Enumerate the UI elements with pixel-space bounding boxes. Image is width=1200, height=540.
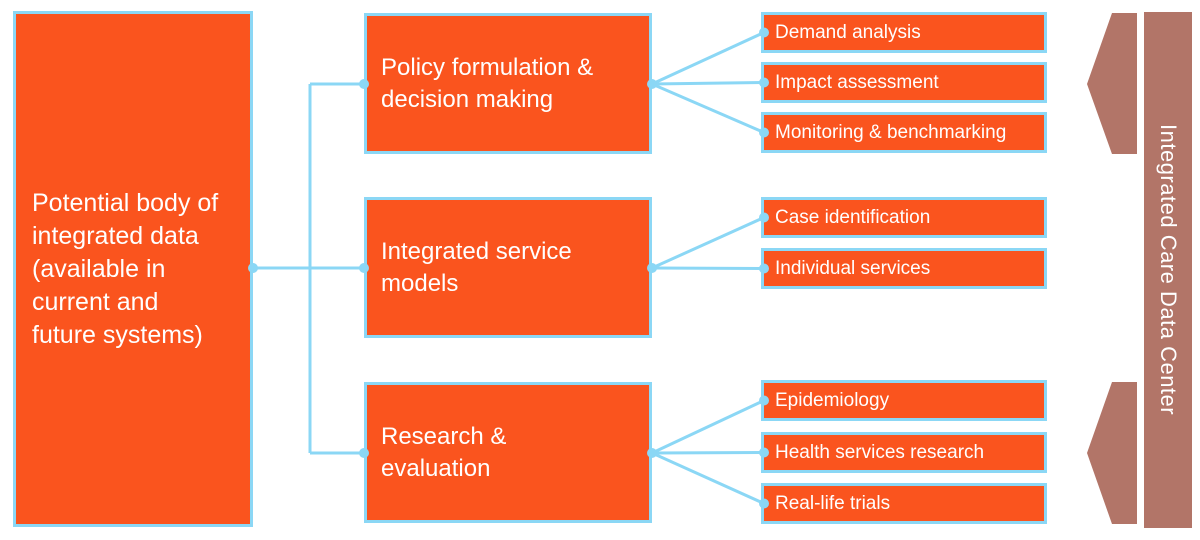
source-data-box: Potential body of integrated data (avail… [13,11,253,527]
left-arrow-top-icon [1087,13,1137,154]
leaf-individual-services-box: Individual services [761,248,1047,289]
integrated-care-data-center-label: Integrated Care Data Center [1156,124,1181,416]
leaf-individual-services-label: Individual services [775,257,931,279]
hub-policy-formulation-label: Policy formulation & decision making [381,53,594,113]
leaf-health-services-research-box: Health services research [761,432,1047,473]
leaf-epidemiology-label: Epidemiology [775,389,890,411]
leaf-monitoring-benchmarking-label: Monitoring & benchmarking [775,121,1007,143]
connector-policy-demand [651,31,765,86]
hub-policy-formulation-box: Policy formulation & decision making [364,13,652,154]
leaf-demand-analysis-box: Demand analysis [761,12,1047,53]
integrated-care-data-center-bar: Integrated Care Data Center [1144,12,1192,528]
leaf-monitoring-benchmarking-box: Monitoring & benchmarking [761,112,1047,153]
leaf-impact-assessment-label: Impact assessment [775,71,939,93]
connector-policy-monitoring [651,82,765,134]
leaf-case-identification-box: Case identification [761,197,1047,238]
leaf-health-services-research-label: Health services research [775,441,985,463]
hub-research-evaluation-label: Research & evaluation [381,422,507,482]
connector-research-hsr [651,451,765,455]
leaf-case-identification-label: Case identification [775,206,931,228]
leaf-impact-assessment-box: Impact assessment [761,62,1047,103]
leaf-demand-analysis-label: Demand analysis [775,21,921,43]
hub-integrated-service-models-label: Integrated service models [381,237,572,297]
connector-research-trials [651,451,765,505]
leaf-epidemiology-box: Epidemiology [761,380,1047,421]
source-data-label: Potential body of integrated data (avail… [32,188,219,349]
leaf-real-life-trials-label: Real-life trials [775,492,891,514]
hub-research-evaluation-box: Research & evaluation [364,382,652,523]
connector-ism-case [651,216,765,270]
left-arrow-bottom-icon [1087,382,1137,524]
connector-research-epidemiology [651,399,765,455]
connector-ism-individual [651,266,765,270]
connector-policy-impact [651,81,765,86]
leaf-real-life-trials-box: Real-life trials [761,483,1047,524]
hub-integrated-service-models-box: Integrated service models [364,197,652,338]
